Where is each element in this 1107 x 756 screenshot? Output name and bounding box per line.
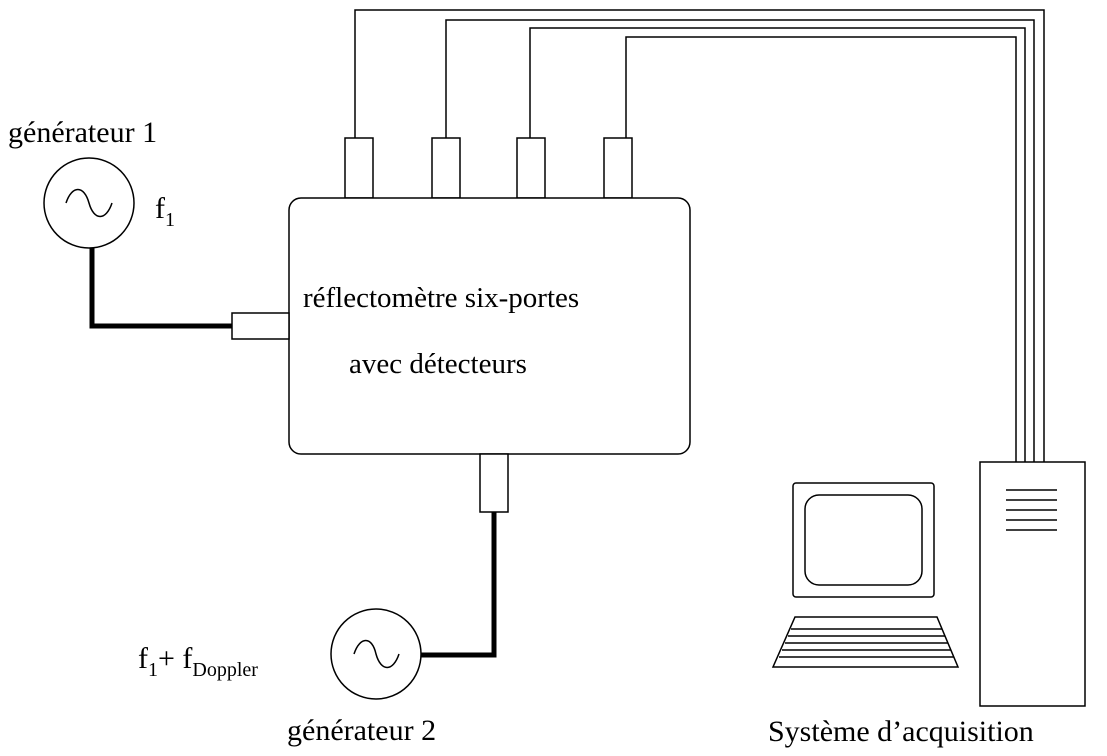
detector-cable-1 <box>354 9 1045 462</box>
detector-connector-3 <box>516 137 546 199</box>
coax-cable-generator2 <box>421 512 497 658</box>
generator1-frequency: f1 <box>155 192 175 231</box>
detector-cable-4 <box>625 36 1017 462</box>
reflectometer-box <box>288 197 691 455</box>
generator2-label: générateur 2 <box>287 714 436 747</box>
computer-tower <box>979 461 1086 707</box>
computer-keyboard <box>771 616 960 668</box>
detector-cable-2 <box>445 19 1035 462</box>
computer-screen <box>804 494 923 586</box>
coax-cable-generator1 <box>89 248 232 329</box>
detector-connector-2 <box>431 137 461 199</box>
reflectometer-label-line1: réflectomètre six-portes <box>303 282 579 314</box>
generator2-frequency: f1+ fDoppler <box>138 642 258 681</box>
acquisition-system-label: Système d’acquisition <box>768 715 1034 748</box>
input-port-left <box>231 312 290 340</box>
sine-wave-icon <box>65 188 113 218</box>
sine-wave-icon <box>353 639 400 669</box>
generator1-label: générateur 1 <box>8 116 157 149</box>
detector-connector-4 <box>603 137 633 199</box>
computer-monitor <box>792 482 935 598</box>
input-port-bottom <box>479 453 509 513</box>
generator1-circle <box>43 157 135 249</box>
detector-connector-1 <box>344 137 374 199</box>
detector-cable-3 <box>529 27 1026 462</box>
reflectometer-label-line2: avec détecteurs <box>349 348 527 380</box>
